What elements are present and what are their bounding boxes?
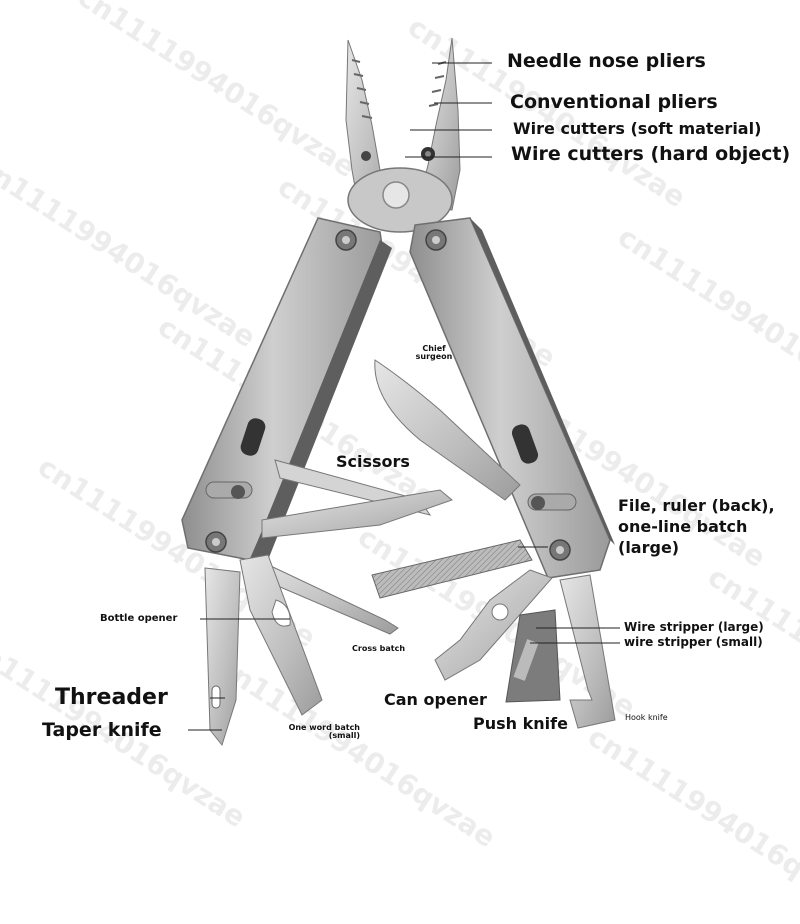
label-hook-knife: Hook knife <box>625 713 668 722</box>
file <box>371 539 533 599</box>
label-can-opener: Can opener <box>384 690 487 709</box>
scissors <box>261 459 453 539</box>
label-conventional-pliers: Conventional pliers <box>510 91 718 113</box>
label-taper-knife: Taper knife <box>42 719 162 741</box>
label-bottle-opener: Bottle opener <box>100 613 178 624</box>
surgeon-blade <box>374 359 521 501</box>
left-handle <box>181 217 392 561</box>
hook-knife <box>559 574 616 729</box>
multitool-drawing <box>181 37 620 747</box>
label-file-ruler: File, ruler (back), one-line batch (larg… <box>618 496 775 557</box>
label-threader: Threader <box>55 685 168 710</box>
label-chief-surgeon: Chief surgeon <box>415 344 453 362</box>
leader-lines <box>188 62 620 731</box>
push-knife <box>505 609 561 703</box>
bottle-opener-tool <box>239 554 323 716</box>
label-cross-batch: Cross batch <box>352 644 406 653</box>
label-scissors: Scissors <box>336 452 410 471</box>
label-wire-cutters-soft: Wire cutters (soft material) <box>513 119 762 138</box>
label-push-knife: Push knife <box>473 714 568 733</box>
label-needle-nose-pliers: Needle nose pliers <box>507 50 706 72</box>
label-wire-stripper-small: wire stripper (small) <box>624 635 763 649</box>
label-wire-cutters-hard: Wire cutters (hard object) <box>511 143 791 165</box>
right-handle <box>409 217 615 579</box>
pliers-jaws <box>345 37 461 233</box>
label-wire-stripper-large: Wire stripper (large) <box>624 620 764 634</box>
label-one-word-batch: One word batch (small) <box>288 723 360 741</box>
can-opener <box>434 569 553 681</box>
taper-knife <box>204 567 241 747</box>
